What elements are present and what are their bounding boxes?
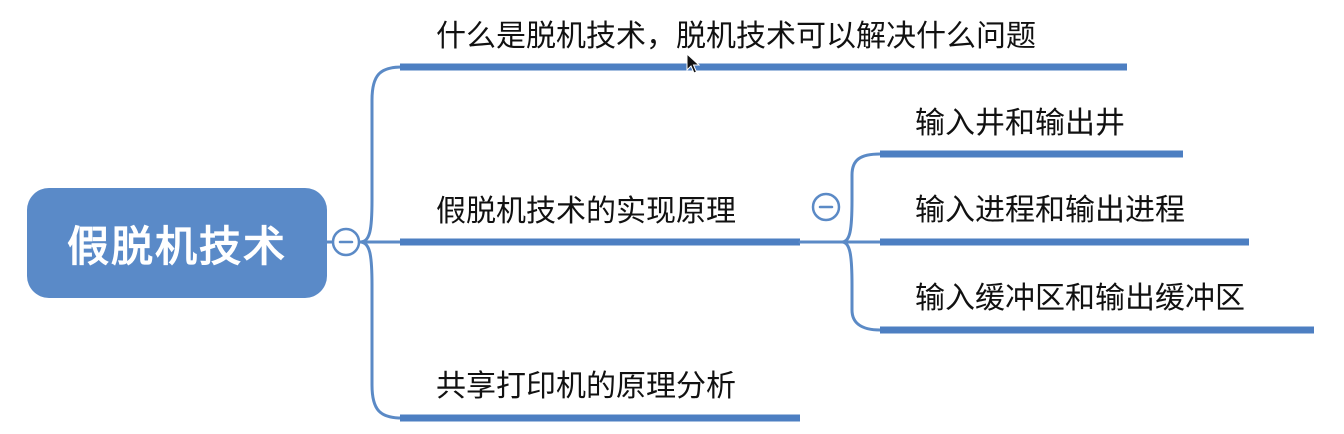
connector-branch-1	[358, 65, 404, 244]
collapse-toggle-branch-2[interactable]	[811, 192, 841, 222]
root-node[interactable]: 假脱机技术	[27, 188, 327, 298]
connector-leaf-1	[840, 152, 882, 244]
branch-node-spooling-principle[interactable]: 假脱机技术的实现原理	[436, 194, 736, 229]
leaf-node-io-buffer[interactable]: 输入缓冲区和输出缓冲区	[915, 281, 1245, 316]
root-node-label: 假脱机技术	[66, 221, 287, 271]
connector-branch-3	[358, 240, 404, 420]
mouse-pointer-icon	[686, 53, 700, 74]
branch-node-shared-printer[interactable]: 共享打印机的原理分析	[436, 369, 736, 404]
connector-leaf-3	[840, 240, 882, 332]
leaf-node-io-well[interactable]: 输入井和输出井	[915, 106, 1125, 141]
leaf-node-io-process[interactable]: 输入进程和输出进程	[915, 193, 1185, 228]
collapse-toggle-root[interactable]	[331, 227, 361, 257]
branch-node-offline-tech[interactable]: 什么是脱机技术，脱机技术可以解决什么问题	[436, 19, 1036, 54]
